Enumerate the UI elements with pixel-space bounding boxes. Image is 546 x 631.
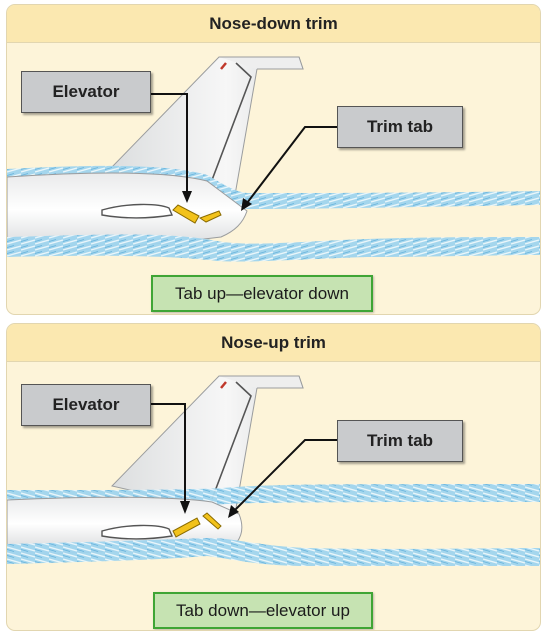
- trim-caption: Tab down—elevator up: [153, 592, 373, 629]
- horizontal-stabilizer: [101, 524, 173, 540]
- nose-up-trim-panel: Nose-up trim: [6, 323, 541, 631]
- airflow-lower: [7, 234, 540, 262]
- trim-tab: [202, 512, 222, 530]
- elevator-leader-line: [149, 403, 190, 514]
- vertical-fin: [111, 375, 304, 515]
- elevator-label: Elevator: [21, 384, 151, 426]
- trim-tab-label: Trim tab: [337, 420, 463, 462]
- nose-down-trim-illustration: [7, 56, 540, 262]
- elevator-leader-line: [149, 93, 192, 203]
- panel-title: Nose-up trim: [7, 324, 540, 362]
- horizontal-stabilizer: [101, 203, 173, 219]
- elevator-label: Elevator: [21, 71, 151, 113]
- trim-caption: Tab up—elevator down: [151, 275, 373, 312]
- airflow-lower: [7, 538, 540, 566]
- trim-tab-label: Trim tab: [337, 106, 463, 148]
- elevator: [172, 517, 201, 538]
- trim-tab: [198, 210, 222, 223]
- nose-down-trim-panel: Nose-down trim: [6, 4, 541, 315]
- elevator: [172, 204, 200, 224]
- panel-title: Nose-down trim: [7, 5, 540, 43]
- trim-tab-leader-line: [241, 126, 337, 211]
- trim-tab-leader-line: [228, 439, 337, 518]
- nose-up-trim-illustration: [7, 375, 540, 566]
